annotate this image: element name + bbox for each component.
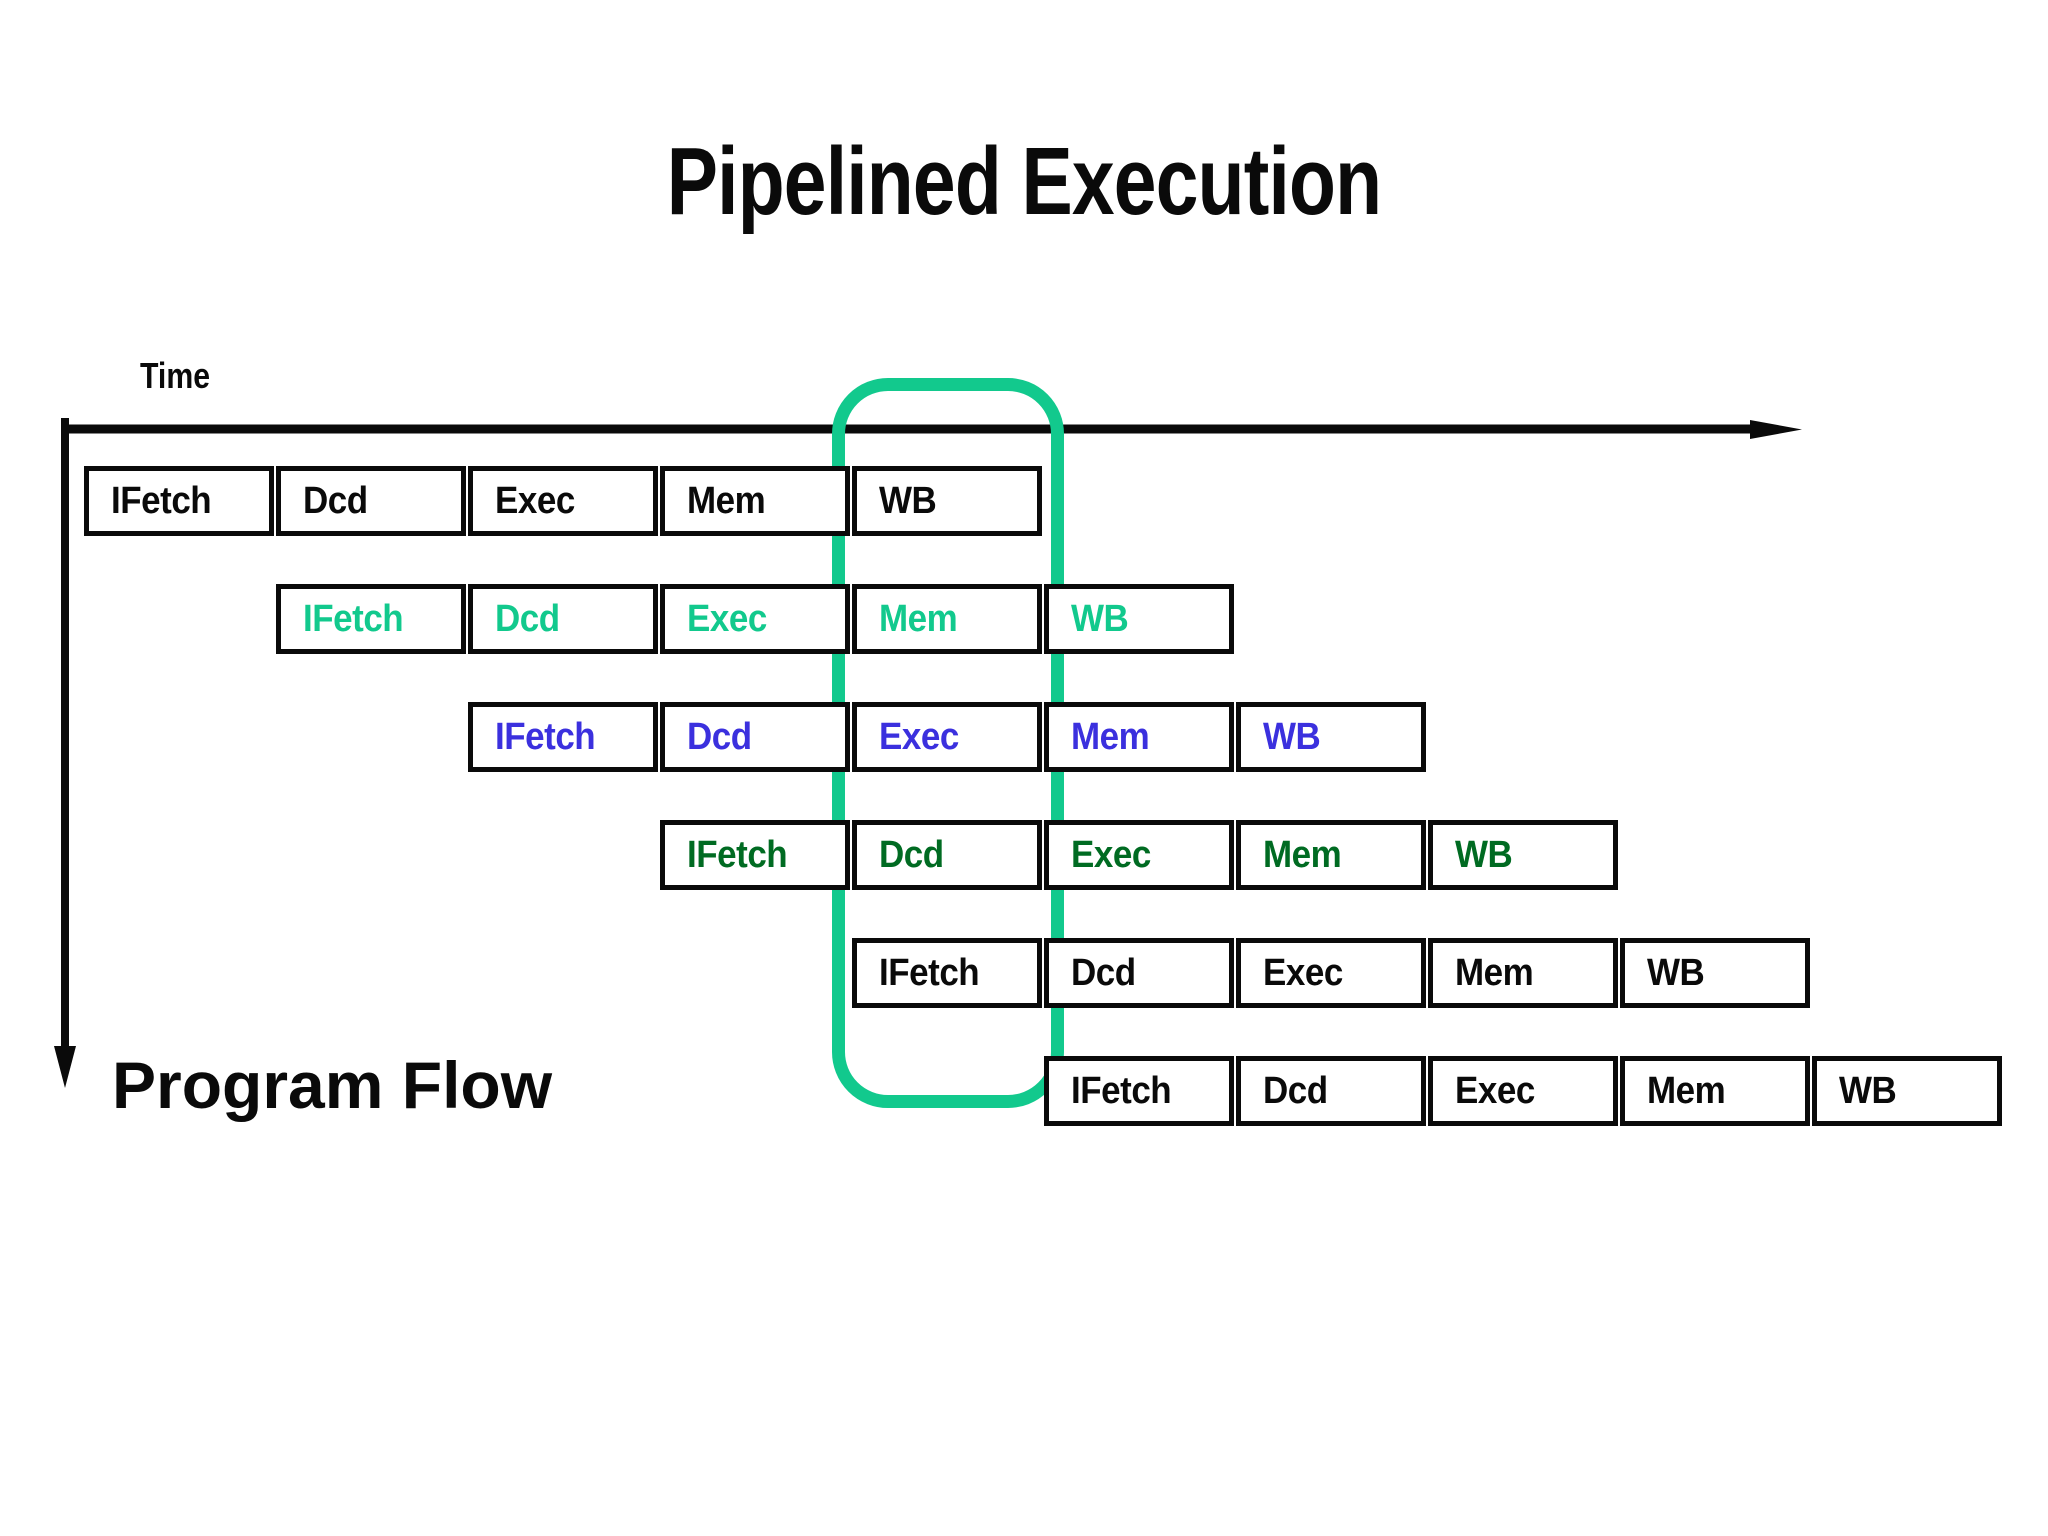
pipeline-stage-label: Dcd: [495, 598, 560, 640]
pipeline-stage-box[interactable]: Mem: [660, 466, 850, 536]
pipeline-stage-box[interactable]: WB: [1428, 820, 1618, 890]
pipeline-stage-label: Mem: [1071, 716, 1150, 758]
pipeline-stage-box[interactable]: Dcd: [1044, 938, 1234, 1008]
pipeline-stage-label: IFetch: [111, 480, 212, 522]
pipeline-stage-box[interactable]: Dcd: [276, 466, 466, 536]
pipeline-stage-label: Exec: [495, 480, 575, 522]
pipeline-stage-box[interactable]: IFetch: [276, 584, 466, 654]
pipeline-stage-box[interactable]: Exec: [660, 584, 850, 654]
pipeline-stage-label: IFetch: [495, 716, 596, 758]
pipeline-stage-box[interactable]: Exec: [1236, 938, 1426, 1008]
time-axis-label: Time: [140, 355, 211, 396]
pipeline-stage-box[interactable]: WB: [852, 466, 1042, 536]
time-axis-right-arrow-icon: [62, 420, 1802, 439]
pipeline-stage-label: WB: [1839, 1070, 1897, 1112]
pipeline-stage-label: Dcd: [303, 480, 368, 522]
pipeline-stage-box[interactable]: Exec: [1428, 1056, 1618, 1126]
pipeline-stage-box[interactable]: Exec: [468, 466, 658, 536]
pipeline-stage-label: IFetch: [879, 952, 980, 994]
pipeline-stage-label: Mem: [687, 480, 766, 522]
pipeline-stage-label: Mem: [1647, 1070, 1726, 1112]
pipeline-stage-label: Dcd: [687, 716, 752, 758]
pipeline-stage-box[interactable]: WB: [1236, 702, 1426, 772]
pipeline-stage-box[interactable]: Mem: [1236, 820, 1426, 890]
pipeline-stage-label: Exec: [1455, 1070, 1535, 1112]
pipeline-stage-label: Dcd: [1263, 1070, 1328, 1112]
pipeline-stage-label: WB: [1071, 598, 1129, 640]
pipeline-stage-box[interactable]: IFetch: [84, 466, 274, 536]
pipeline-stage-box[interactable]: Dcd: [660, 702, 850, 772]
pipeline-stage-label: IFetch: [1071, 1070, 1172, 1112]
pipeline-stage-label: Exec: [879, 716, 959, 758]
program-flow-axis-label: Program Flow: [112, 1048, 553, 1122]
pipeline-stage-label: IFetch: [687, 834, 788, 876]
pipeline-stage-label: Mem: [1263, 834, 1342, 876]
pipeline-row: IFetch Dcd Exec Mem WB: [852, 938, 1810, 1008]
pipeline-row: IFetch Dcd Exec Mem WB: [468, 702, 1426, 772]
pipeline-stage-box[interactable]: Mem: [1428, 938, 1618, 1008]
pipeline-stage-box[interactable]: Mem: [1044, 702, 1234, 772]
pipeline-row: IFetch Dcd Exec Mem WB: [84, 466, 1042, 536]
pipeline-row: IFetch Dcd Exec Mem WB: [276, 584, 1234, 654]
pipeline-stage-label: Mem: [1455, 952, 1534, 994]
pipeline-stage-box[interactable]: Dcd: [468, 584, 658, 654]
pipeline-stage-label: IFetch: [303, 598, 404, 640]
pipeline-stage-box[interactable]: IFetch: [1044, 1056, 1234, 1126]
pipeline-stage-label: Exec: [687, 598, 767, 640]
pipeline-stage-box[interactable]: Dcd: [1236, 1056, 1426, 1126]
pipeline-stage-box[interactable]: Dcd: [852, 820, 1042, 890]
pipeline-stage-label: WB: [1455, 834, 1513, 876]
pipeline-stage-label: Mem: [879, 598, 958, 640]
pipeline-stage-label: Dcd: [1071, 952, 1136, 994]
pipeline-stage-box[interactable]: WB: [1044, 584, 1234, 654]
pipeline-stage-label: WB: [879, 480, 937, 522]
pipeline-stage-box[interactable]: IFetch: [852, 938, 1042, 1008]
pipeline-stage-box[interactable]: Exec: [852, 702, 1042, 772]
pipeline-stage-box[interactable]: Exec: [1044, 820, 1234, 890]
pipeline-stage-label: Exec: [1071, 834, 1151, 876]
pipeline-stage-box[interactable]: WB: [1812, 1056, 2002, 1126]
pipeline-row: IFetch Dcd Exec Mem WB: [660, 820, 1618, 890]
pipeline-stage-label: Dcd: [879, 834, 944, 876]
pipeline-stage-label: WB: [1263, 716, 1321, 758]
pipeline-stage-box[interactable]: WB: [1620, 938, 1810, 1008]
pipeline-stage-box[interactable]: IFetch: [660, 820, 850, 890]
pipeline-row: IFetch Dcd Exec Mem WB: [1044, 1056, 2002, 1126]
pipeline-stage-box[interactable]: Mem: [852, 584, 1042, 654]
pipeline-stage-label: Exec: [1263, 952, 1343, 994]
pipeline-stage-label: WB: [1647, 952, 1705, 994]
pipeline-stage-box[interactable]: IFetch: [468, 702, 658, 772]
program-flow-down-arrow-icon: [54, 418, 76, 1088]
pipeline-stage-box[interactable]: Mem: [1620, 1056, 1810, 1126]
page-title: Pipelined Execution: [666, 128, 1382, 235]
